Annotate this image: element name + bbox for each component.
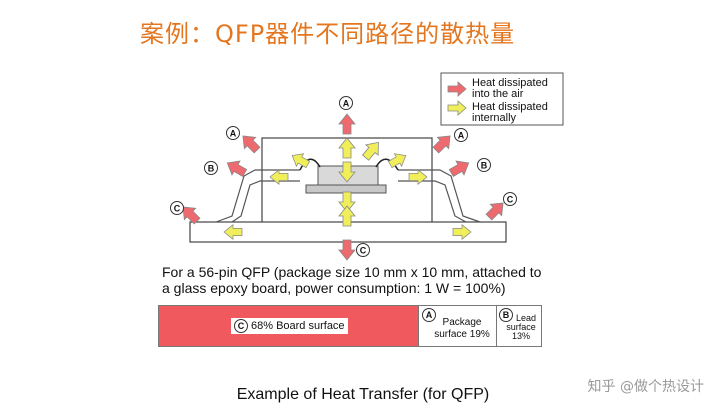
svg-text:C: C	[360, 246, 367, 256]
package-surface-segment: A Package surface 19%	[419, 306, 497, 346]
path-label-a-top: A	[339, 96, 353, 110]
path-label-c-right: C	[503, 192, 517, 206]
legend-air-line1: Heat dissipated	[472, 77, 548, 89]
svg-text:B: B	[208, 164, 215, 174]
board-surface-label: C 68% Board surface	[231, 318, 348, 334]
package-label-line1: Package	[442, 317, 482, 328]
lead-left	[215, 169, 300, 223]
legend: Heat dissipated into the air Heat dissip…	[440, 72, 564, 126]
path-label-c-bottom: C	[356, 243, 370, 257]
package-surface-label: Package surface 19%	[427, 317, 497, 341]
board-surface-text: 68% Board surface	[251, 320, 345, 332]
heat-breakdown-bar: C 68% Board surface A Package surface 19…	[158, 305, 542, 347]
test-conditions-note: For a 56-pin QFP (package size 10 mm x 1…	[162, 264, 562, 296]
lead-surface-label: Lead surface 13%	[499, 314, 543, 341]
note-line-1: For a 56-pin QFP (package size 10 mm x 1…	[162, 264, 542, 280]
svg-text:B: B	[481, 161, 488, 171]
board-surface-segment: C 68% Board surface	[159, 306, 419, 346]
note-line-2: a glass epoxy board, power consumption: …	[162, 280, 506, 296]
bond-wire-left	[299, 158, 321, 171]
path-label-b-left: B	[204, 161, 218, 175]
legend-air-line2: into the air	[472, 88, 524, 100]
svg-text:A: A	[230, 129, 237, 139]
lead-label-line3: 13%	[511, 331, 530, 341]
svg-text:C: C	[174, 204, 181, 214]
figure-caption: Example of Heat Transfer (for QFP)	[236, 386, 490, 403]
path-label-c-left: C	[170, 201, 184, 215]
lead-label-line2: surface	[506, 322, 536, 332]
svg-text:A: A	[458, 131, 465, 141]
lead-right	[398, 169, 481, 223]
legend-air-arrow-icon	[447, 81, 467, 97]
legend-internal-line1: Heat dissipated	[472, 101, 548, 113]
svg-text:C: C	[507, 195, 514, 205]
bond-wire-right	[375, 158, 399, 171]
page-title: 案例：QFP器件不同路径的散热量	[140, 20, 516, 48]
legend-internal-arrow-icon	[447, 100, 467, 116]
path-label-b-right: B	[477, 158, 491, 172]
package-path-letter: A	[422, 308, 436, 322]
lead-label-line1: Lead	[515, 313, 537, 323]
watermark: 知乎 @做个热设计	[587, 379, 704, 395]
board-path-letter: C	[234, 319, 248, 333]
lead-path-letter: B	[499, 308, 513, 322]
lead-surface-segment: B Lead surface 13%	[497, 306, 541, 346]
svg-text:A: A	[343, 99, 350, 109]
path-label-a-left: A	[226, 126, 240, 140]
package-label-line2: surface 19%	[434, 329, 490, 340]
path-label-a-right: A	[454, 128, 468, 142]
legend-internal-line2: internally	[472, 112, 517, 124]
